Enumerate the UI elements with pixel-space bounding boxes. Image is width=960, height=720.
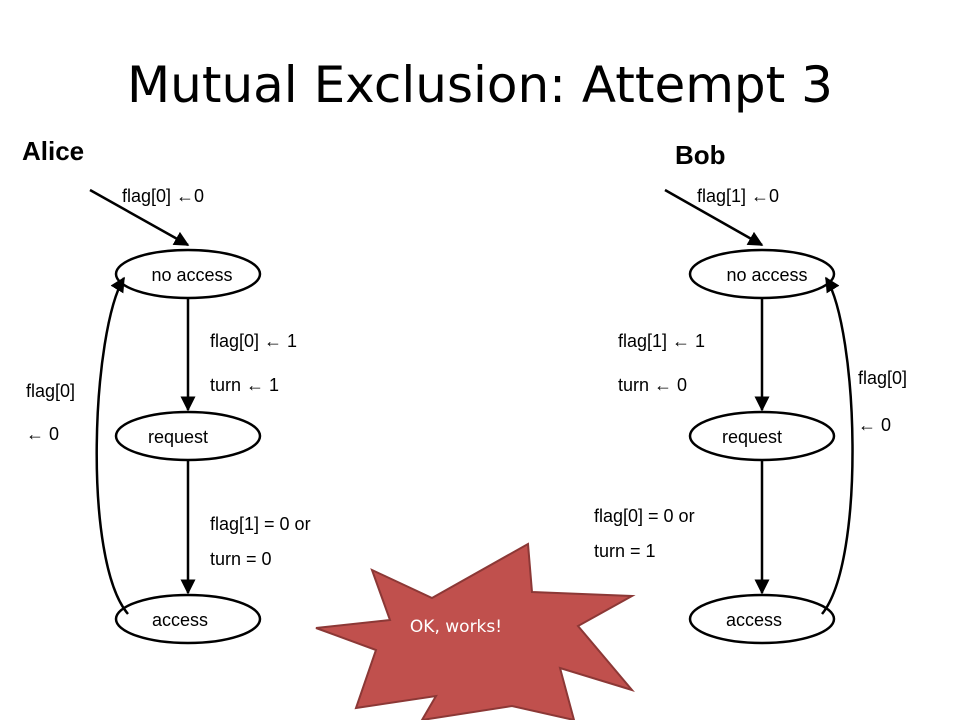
bob-entry-arrow [664, 188, 764, 247]
alice-entry-arrow [89, 188, 190, 247]
alice-state-no-access-label: no access [151, 265, 232, 285]
alice-to-request-line2: turn ← 1 [210, 375, 279, 395]
bob-state-no-access-label: no access [726, 265, 807, 285]
alice-state-access-label: access [152, 610, 208, 630]
bob-entry-label: flag[1] ←0 [697, 186, 779, 206]
alice-state-access: access [114, 593, 262, 645]
alice-to-access-line1: flag[1] = 0 or [210, 514, 311, 534]
alice-to-request-line1: flag[0] ← 1 [210, 331, 297, 351]
bob-state-request-label: request [722, 427, 782, 447]
bob-to-request-line2: turn ← 0 [618, 375, 687, 395]
bob-to-access-line2: turn = 1 [594, 541, 656, 561]
alice-entry-label: flag[0] ←0 [122, 186, 204, 206]
alice-back-line2: ← 0 [26, 424, 59, 444]
bob-to-request-line1: flag[1] ← 1 [618, 331, 705, 351]
bob-back-line2: ← 0 [858, 415, 891, 435]
alice-back-line1: flag[0] [26, 381, 75, 401]
bob-state-access: access [688, 593, 836, 645]
slide-title: Mutual Exclusion: Attempt 3 [127, 56, 833, 114]
bob-arrow-back [821, 276, 854, 615]
alice-arrow-back [95, 276, 129, 615]
alice-name: Alice [22, 136, 84, 166]
bob-state-request: request [688, 410, 836, 462]
explosion-burst-shape [315, 542, 636, 720]
alice-state-no-access: no access [114, 248, 262, 300]
bob-to-access-line1: flag[0] = 0 or [594, 506, 695, 526]
alice-state-request-label: request [148, 427, 208, 447]
alice-to-access-line2: turn = 0 [210, 549, 272, 569]
ok-works-text: OK, works! [410, 617, 502, 637]
bob-state-access-label: access [726, 610, 782, 630]
ok-works-callout: OK, works! [315, 542, 636, 720]
bob-back-line1: flag[0] [858, 368, 907, 388]
alice-state-request: request [114, 410, 262, 462]
bob-name: Bob [675, 140, 726, 170]
bob-state-no-access: no access [688, 248, 836, 300]
